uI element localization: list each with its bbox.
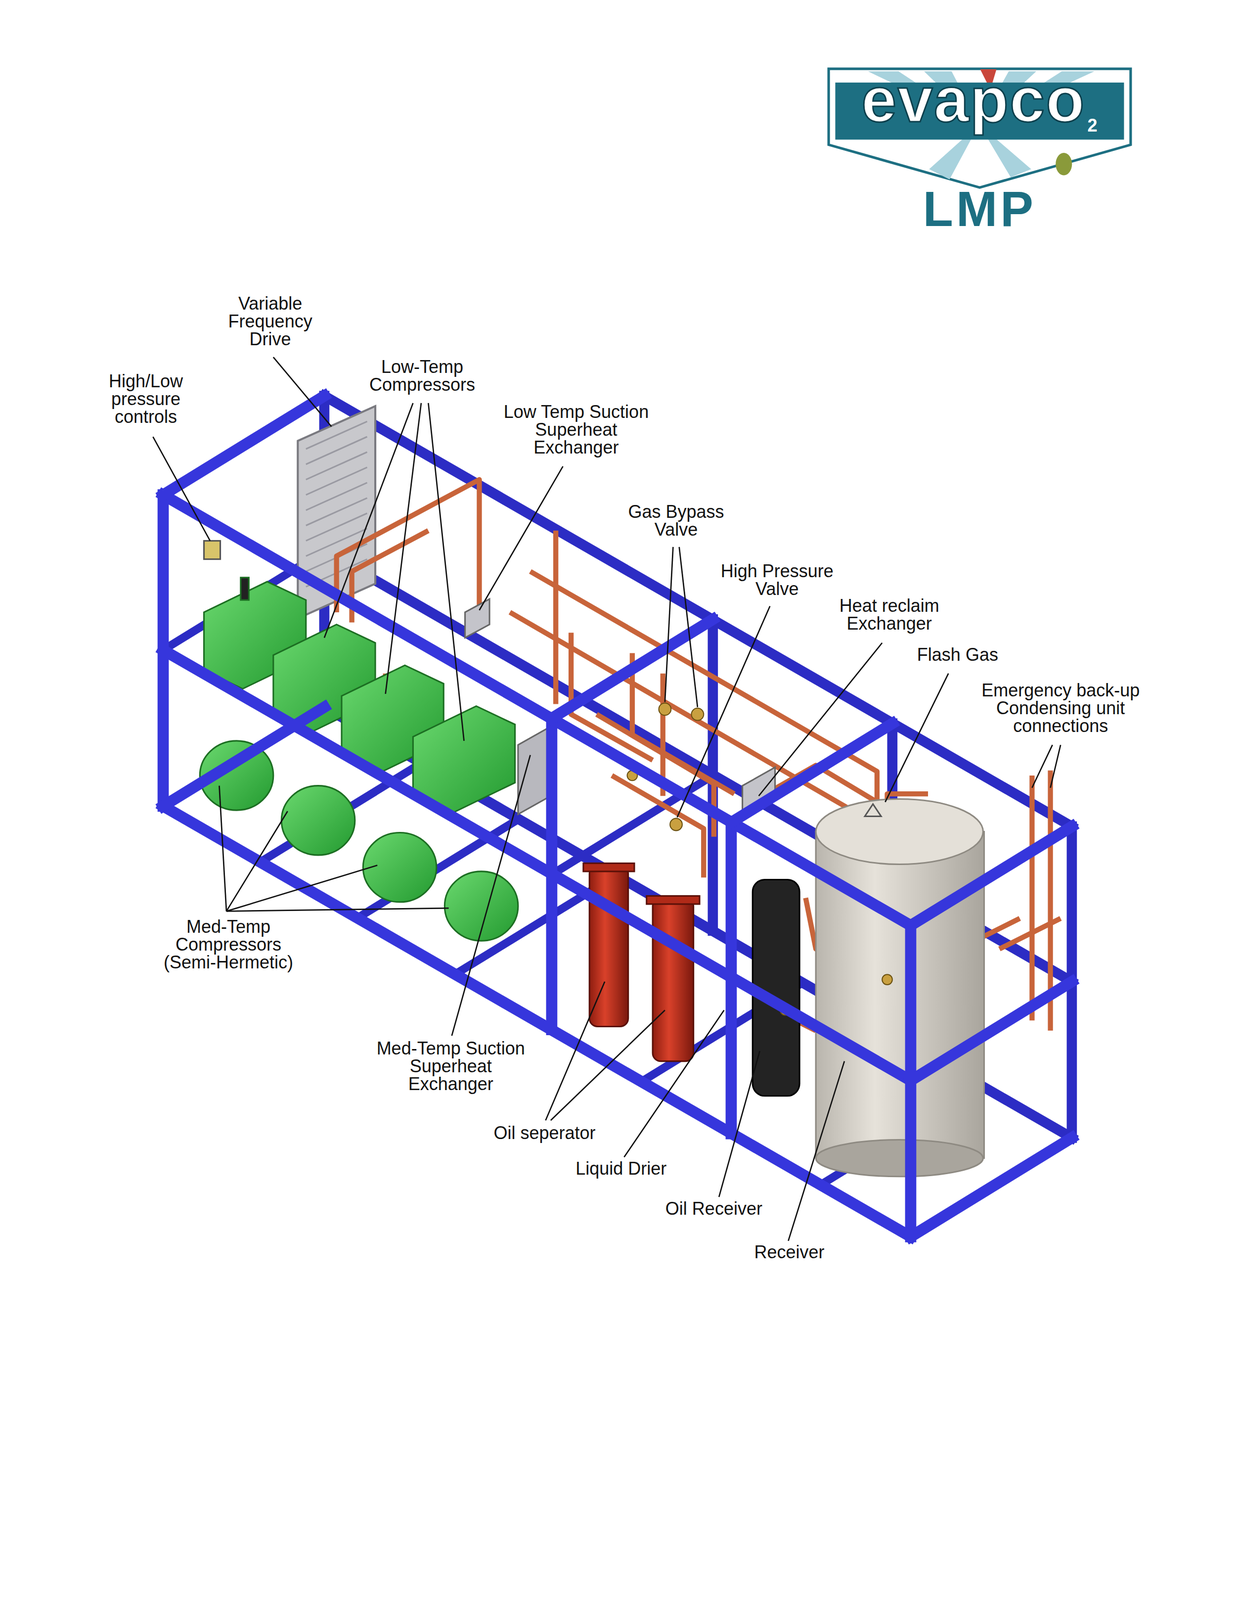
part-label: Low Temp Suction Superheat Exchanger <box>491 402 661 457</box>
part-label: Oil seperator <box>470 1123 619 1142</box>
pressure-control <box>204 540 221 559</box>
med-temp-compressors <box>199 740 519 941</box>
logo-word: evapco <box>861 68 1086 132</box>
frame-front <box>163 395 1072 1236</box>
part-label: Low-Temp Compressors <box>357 357 487 394</box>
part-label: Receiver <box>735 1242 844 1261</box>
leader-lines <box>152 356 1061 1241</box>
logo-badge: evapco2LMP <box>827 67 1133 236</box>
part-label: Gas Bypass Valve <box>624 502 729 539</box>
part-label: Med-Temp Compressors (Semi-Hermetic) <box>154 917 303 972</box>
part-label: Emergency back-up Condensing unit connec… <box>976 681 1145 735</box>
logo-subscript: 2 <box>1087 116 1099 135</box>
part-label: Liquid Drier <box>556 1159 686 1178</box>
oak-leaf <box>1055 152 1072 176</box>
part-label: High Pressure Valve <box>712 562 842 598</box>
valves <box>627 703 893 1016</box>
logo-product: LMP <box>923 183 1037 234</box>
oil-separators <box>583 862 700 1061</box>
part-label: Heat reclaim Exchanger <box>830 596 949 633</box>
part-label: Flash Gas <box>893 645 1022 664</box>
part-label: High/Low pressure controls <box>96 372 196 426</box>
part-label: Oil Receiver <box>649 1199 779 1218</box>
part-label: Med-Temp Suction Superheat Exchanger <box>369 1039 533 1093</box>
part-label: Variable Frequency Drive <box>218 294 323 349</box>
receiver-tank <box>815 798 984 1176</box>
